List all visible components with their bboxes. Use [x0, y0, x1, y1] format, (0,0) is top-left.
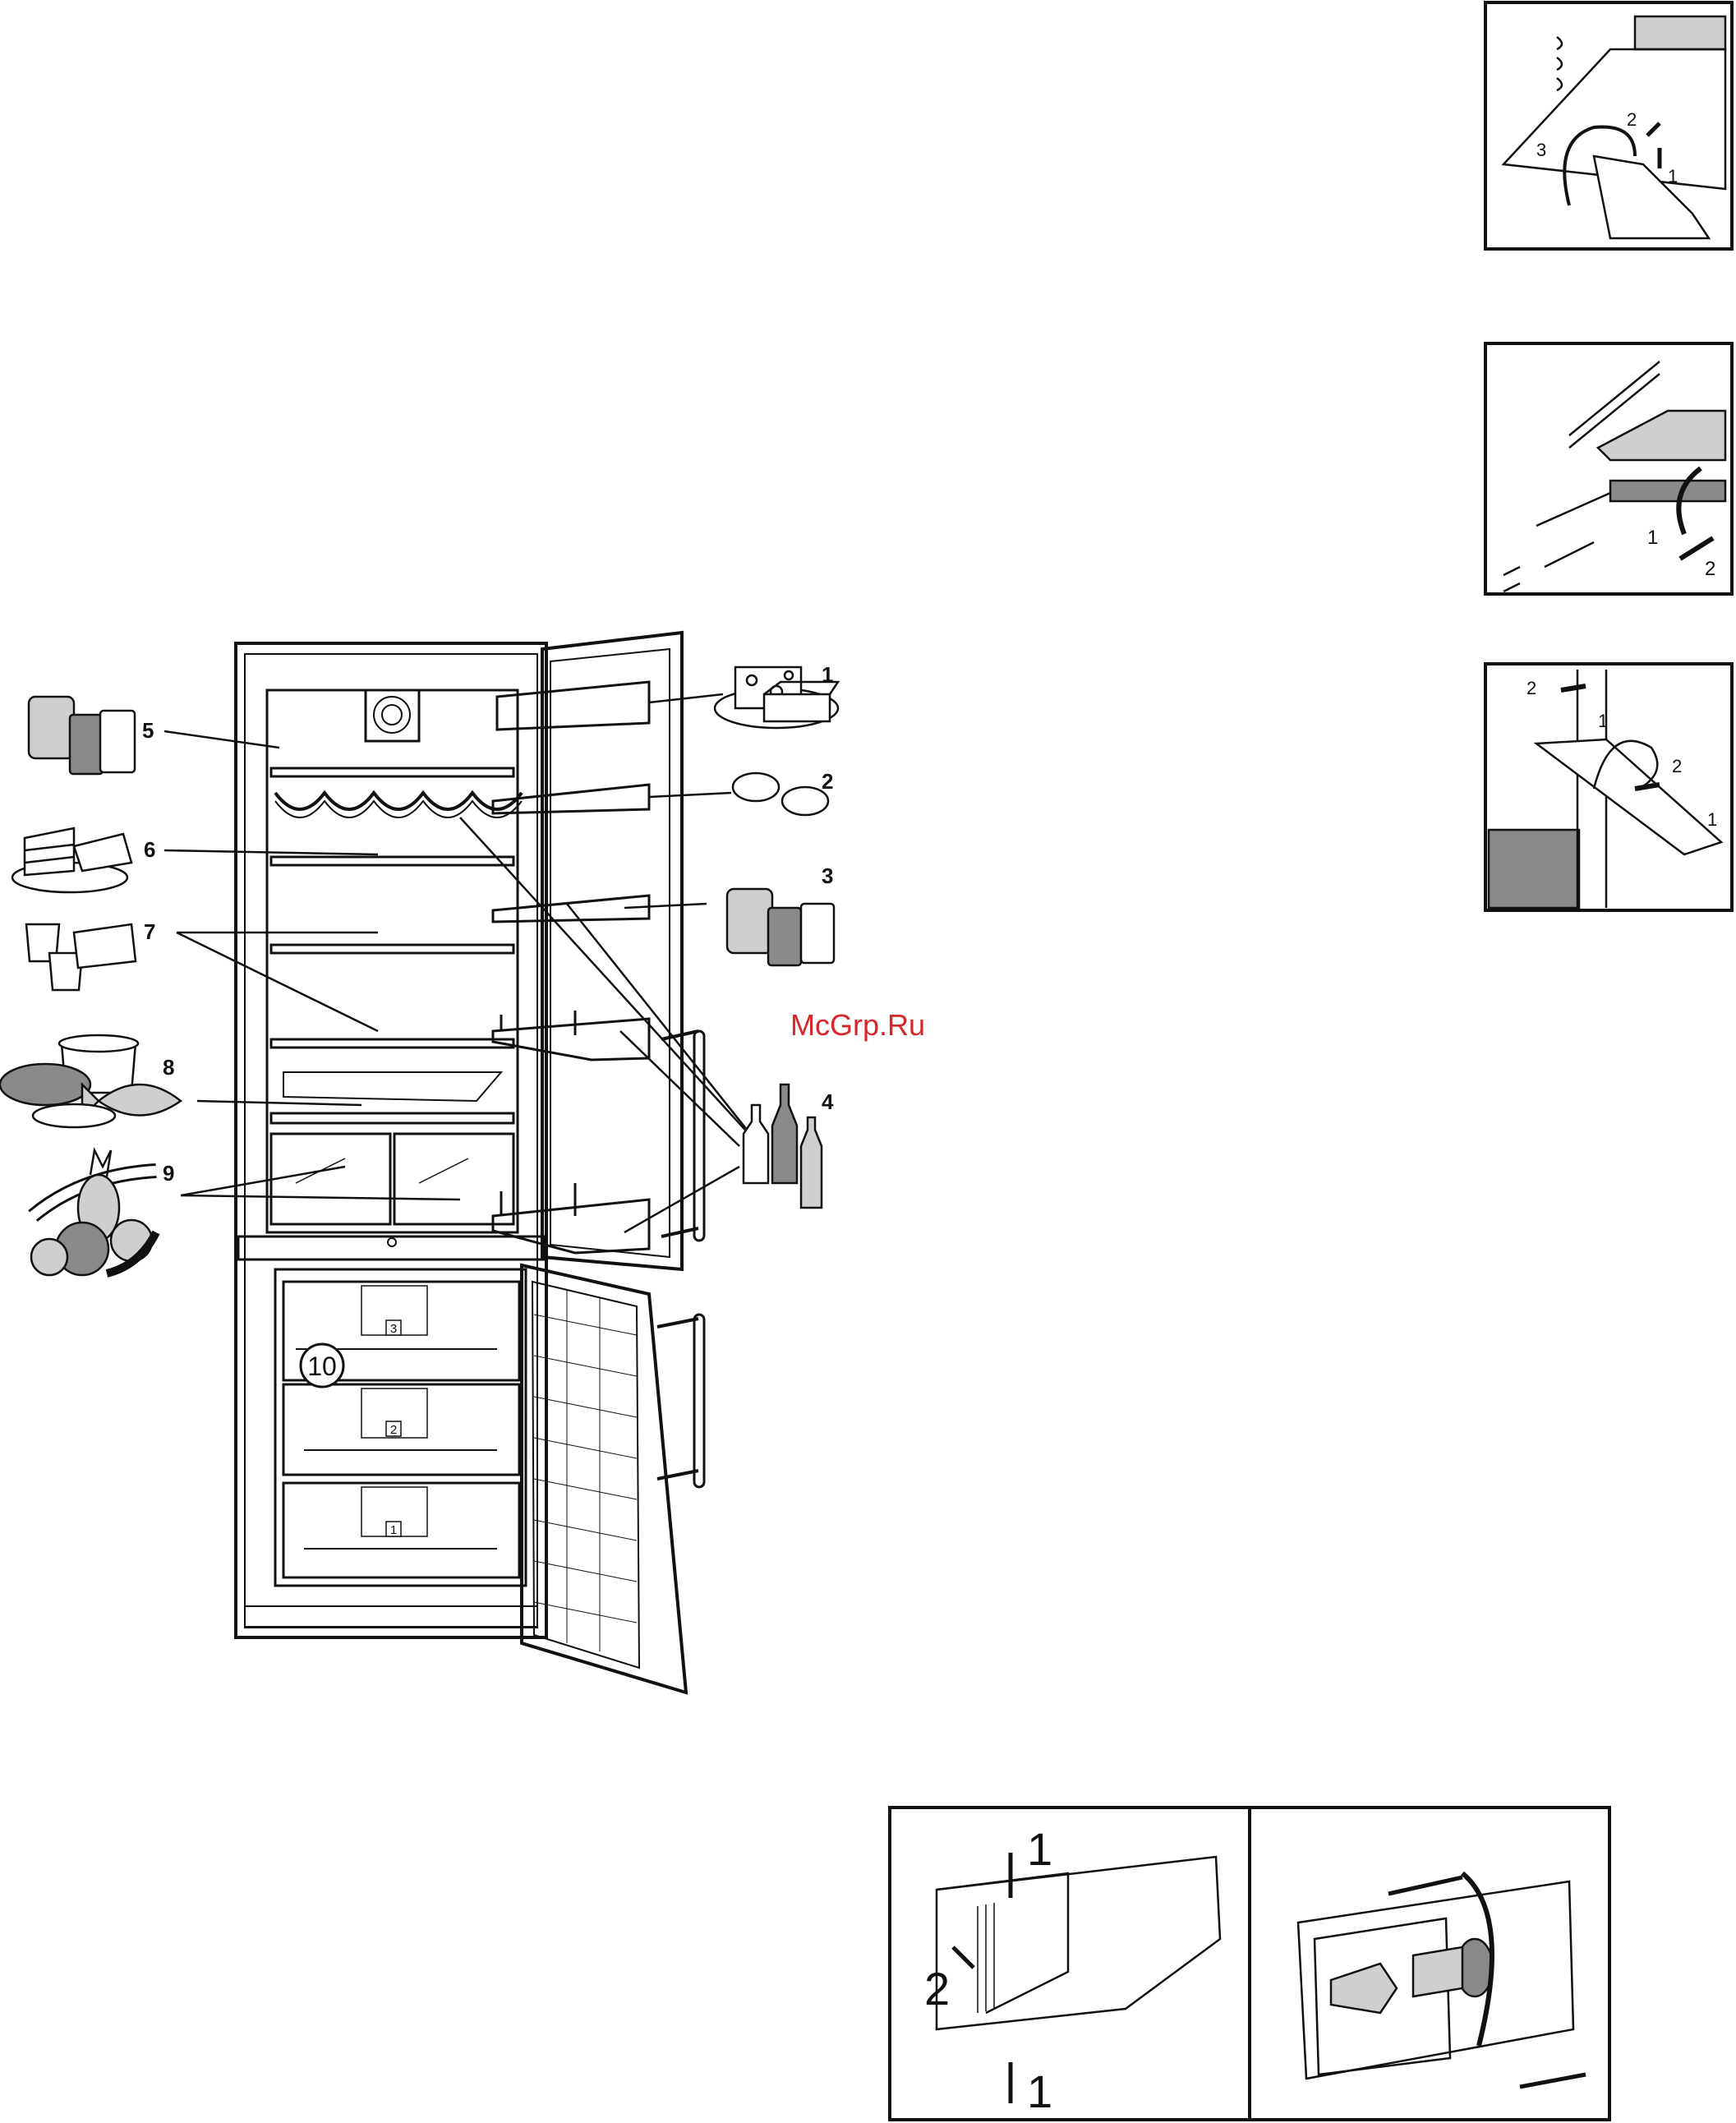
cheese-butter-icon — [715, 667, 838, 728]
leader-lines — [164, 694, 760, 1232]
freezer-door-grid — [534, 1290, 637, 1651]
freezer-door — [522, 1265, 704, 1692]
eggs-icon — [733, 773, 828, 815]
callout-labels: 1 2 3 4 5 6 7 8 9 10 — [142, 662, 834, 1387]
callout-5: 5 — [142, 718, 154, 743]
panel-lamp-cover: 1 2 1 — [890, 1808, 1609, 2120]
bottle-rack-step-2a: 2 — [1526, 678, 1536, 698]
fridge-cabinet — [236, 643, 546, 1637]
panel-bottle-rack: 1 2 2 1 — [1485, 664, 1732, 910]
shelf-removal-step-3: 3 — [1536, 140, 1546, 160]
bottle-rack-step-1b: 1 — [1707, 809, 1717, 830]
pot-fish-icon — [0, 1035, 181, 1127]
bottle-rack-step-1a: 1 — [1598, 711, 1608, 731]
callout-7: 7 — [144, 919, 155, 944]
bottle-rack-step-2b: 2 — [1672, 756, 1682, 776]
bottles-icon — [744, 1085, 822, 1208]
vegetables-icon — [31, 1150, 156, 1275]
callout-6: 6 — [144, 837, 155, 862]
panel-shelf-insert: 1 2 — [1485, 343, 1732, 594]
panel-shelf-removal: 1 2 3 — [1485, 2, 1732, 249]
drawer-number-2: 2 — [390, 1423, 397, 1437]
shelf-removal-step-2: 2 — [1627, 109, 1637, 130]
callout-8: 8 — [163, 1055, 174, 1080]
jars-icon — [29, 697, 135, 774]
jars-cans-icon — [727, 889, 834, 965]
freezer-drawer-labels: 3 2 1 — [386, 1320, 401, 1537]
callout-2: 2 — [822, 769, 833, 794]
lamp-step-1-bottom: 1 — [1027, 2065, 1052, 2117]
callout-3: 3 — [822, 863, 833, 888]
lamp-step-2: 2 — [924, 1963, 950, 2015]
cake-icon — [12, 828, 131, 892]
shelf-insert-step-1: 1 — [1647, 527, 1658, 549]
callout-10: 10 — [307, 1352, 337, 1381]
drawer-number-1: 1 — [390, 1523, 397, 1537]
dairy-icon — [26, 924, 136, 990]
drawer-number-3: 3 — [390, 1322, 397, 1336]
watermark: McGrp.Ru — [790, 1008, 925, 1042]
shelf-removal-step-1: 1 — [1668, 166, 1678, 187]
callout-9: 9 — [163, 1161, 174, 1186]
shelf-insert-step-2: 2 — [1705, 558, 1715, 580]
lamp-step-1-top: 1 — [1027, 1823, 1052, 1875]
callout-1: 1 — [822, 662, 833, 687]
callout-4: 4 — [822, 1089, 834, 1114]
fridge-door — [493, 633, 704, 1269]
